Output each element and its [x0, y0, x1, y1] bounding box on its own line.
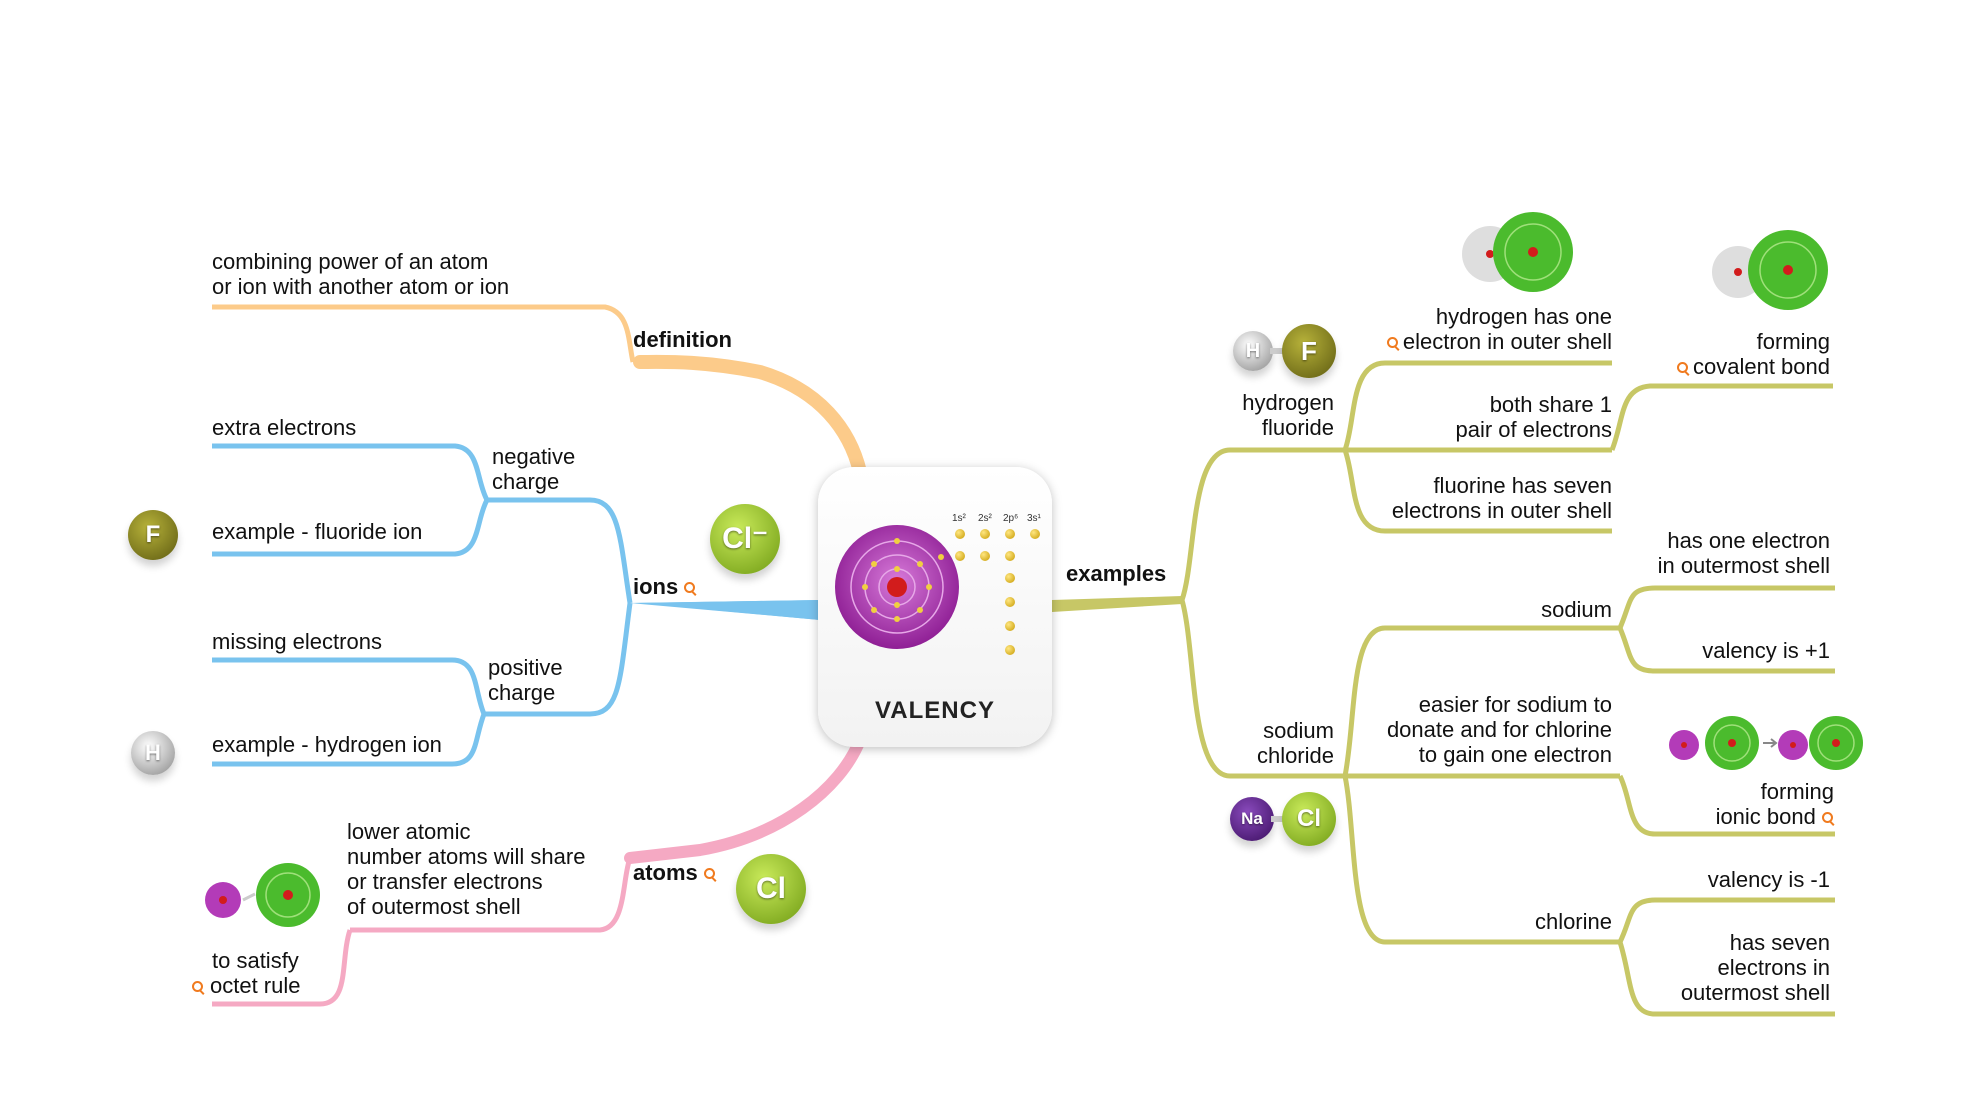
electron-dot — [980, 529, 990, 539]
ions-connector-negative — [487, 497, 633, 604]
hydrogen-fluorine-atoms-icon — [1462, 212, 1573, 292]
extra-electrons-text[interactable]: extra electrons — [212, 415, 357, 440]
sodium-valency-text[interactable]: valency is +1 — [1702, 638, 1830, 663]
examples-label[interactable]: examples — [1066, 561, 1167, 586]
ionic-bond-icon — [1669, 716, 1863, 770]
search-icon[interactable] — [192, 981, 204, 993]
electron-dot — [1005, 551, 1015, 561]
ionic-bond-text[interactable]: forming ionic bond — [1715, 779, 1834, 829]
missing-electrons-text[interactable]: missing electrons — [212, 629, 382, 654]
chlorine-atom-icon: Cl — [736, 854, 806, 924]
hydrogen-electron-text[interactable]: hydrogen has one electron in outer shell — [1340, 304, 1612, 354]
share-pair-text[interactable]: both share 1 pair of electrons — [1455, 392, 1612, 442]
central-topic-title: VALENCY — [875, 697, 995, 724]
electron-dot — [955, 551, 965, 561]
hydrogen-fluoride-label[interactable]: hydrogen fluoride — [1242, 390, 1334, 440]
electron-transfer-icon — [205, 863, 320, 927]
chlorine-label[interactable]: chlorine — [1534, 909, 1612, 934]
electron-dot — [1005, 645, 1015, 655]
sodium-label[interactable]: sodium — [1541, 597, 1612, 622]
electron-dot — [955, 529, 965, 539]
sodium-electron-text[interactable]: has one electron in outermost shell — [1657, 528, 1830, 578]
sodium-chloride-label[interactable]: sodium chloride — [1256, 718, 1334, 768]
orbital-label-3s: 3s¹ — [1027, 513, 1041, 524]
definition-label[interactable]: definition — [633, 327, 732, 352]
fluorine-electron-text[interactable]: fluorine has seven electrons in outer sh… — [1391, 473, 1612, 523]
atoms-label[interactable]: atoms — [633, 860, 716, 885]
chlorine-atom-icon: Cl — [1282, 792, 1336, 846]
ions-connector-positive — [484, 602, 633, 717]
examples-branch — [1052, 596, 1182, 612]
covalent-bond-icon — [1712, 230, 1828, 310]
sodium-atom-icon — [835, 525, 959, 649]
hydrogen-example-text[interactable]: example - hydrogen ion — [212, 732, 442, 757]
octet-rule-text[interactable]: to satisfy octet rule — [192, 948, 301, 998]
atoms-branch — [624, 734, 866, 864]
electron-dot — [1005, 529, 1015, 539]
search-icon[interactable] — [1677, 362, 1689, 374]
fluorine-icon: F — [128, 510, 178, 560]
chlorine-electron-text[interactable]: has seven electrons in outermost shell — [1680, 930, 1830, 1005]
central-topic-card[interactable]: 1s² 2s² 2p⁶ 3s¹ VALENCY — [818, 467, 1052, 747]
search-icon[interactable] — [703, 868, 716, 880]
orbital-label-2s: 2s² — [978, 513, 992, 524]
fluoride-example-text[interactable]: example - fluoride ion — [212, 519, 423, 544]
bond-icon — [1270, 348, 1286, 354]
search-icon[interactable] — [1386, 337, 1399, 349]
bond-icon — [1271, 816, 1285, 822]
positive-charge-label[interactable]: positive charge — [488, 655, 563, 705]
orbital-label-2p: 2p⁶ — [1003, 513, 1019, 524]
electron-dot — [1030, 529, 1040, 539]
covalent-bond-text[interactable]: forming covalent bond — [1620, 329, 1830, 379]
hydrogen-icon: H — [131, 731, 175, 775]
negative-charge-label[interactable]: negative charge — [492, 444, 576, 494]
electron-dot — [1005, 573, 1015, 583]
definition-branch — [633, 354, 867, 479]
chlorine-valency-text[interactable]: valency is -1 — [1707, 867, 1830, 892]
ions-label[interactable]: ions — [633, 574, 696, 599]
search-icon[interactable] — [684, 582, 696, 594]
fluorine-atom-icon: F — [1282, 324, 1336, 378]
share-transfer-text[interactable]: lower atomic number atoms will share or … — [347, 819, 586, 919]
sodium-atom-icon: Na — [1230, 797, 1274, 841]
electron-dot — [980, 551, 990, 561]
search-icon[interactable] — [1822, 812, 1834, 824]
electron-dot — [1005, 597, 1015, 607]
hydrogen-atom-icon: H — [1233, 331, 1273, 371]
orbital-label-1s: 1s² — [952, 513, 966, 524]
definition-underline — [212, 304, 636, 363]
definition-text[interactable]: combining power of an atom or ion with a… — [212, 249, 510, 299]
donate-gain-text[interactable]: easier for sodium to donate and for chlo… — [1386, 692, 1612, 767]
electron-dot — [1005, 621, 1015, 631]
chloride-ion-icon: Cl⁻ — [710, 504, 780, 574]
